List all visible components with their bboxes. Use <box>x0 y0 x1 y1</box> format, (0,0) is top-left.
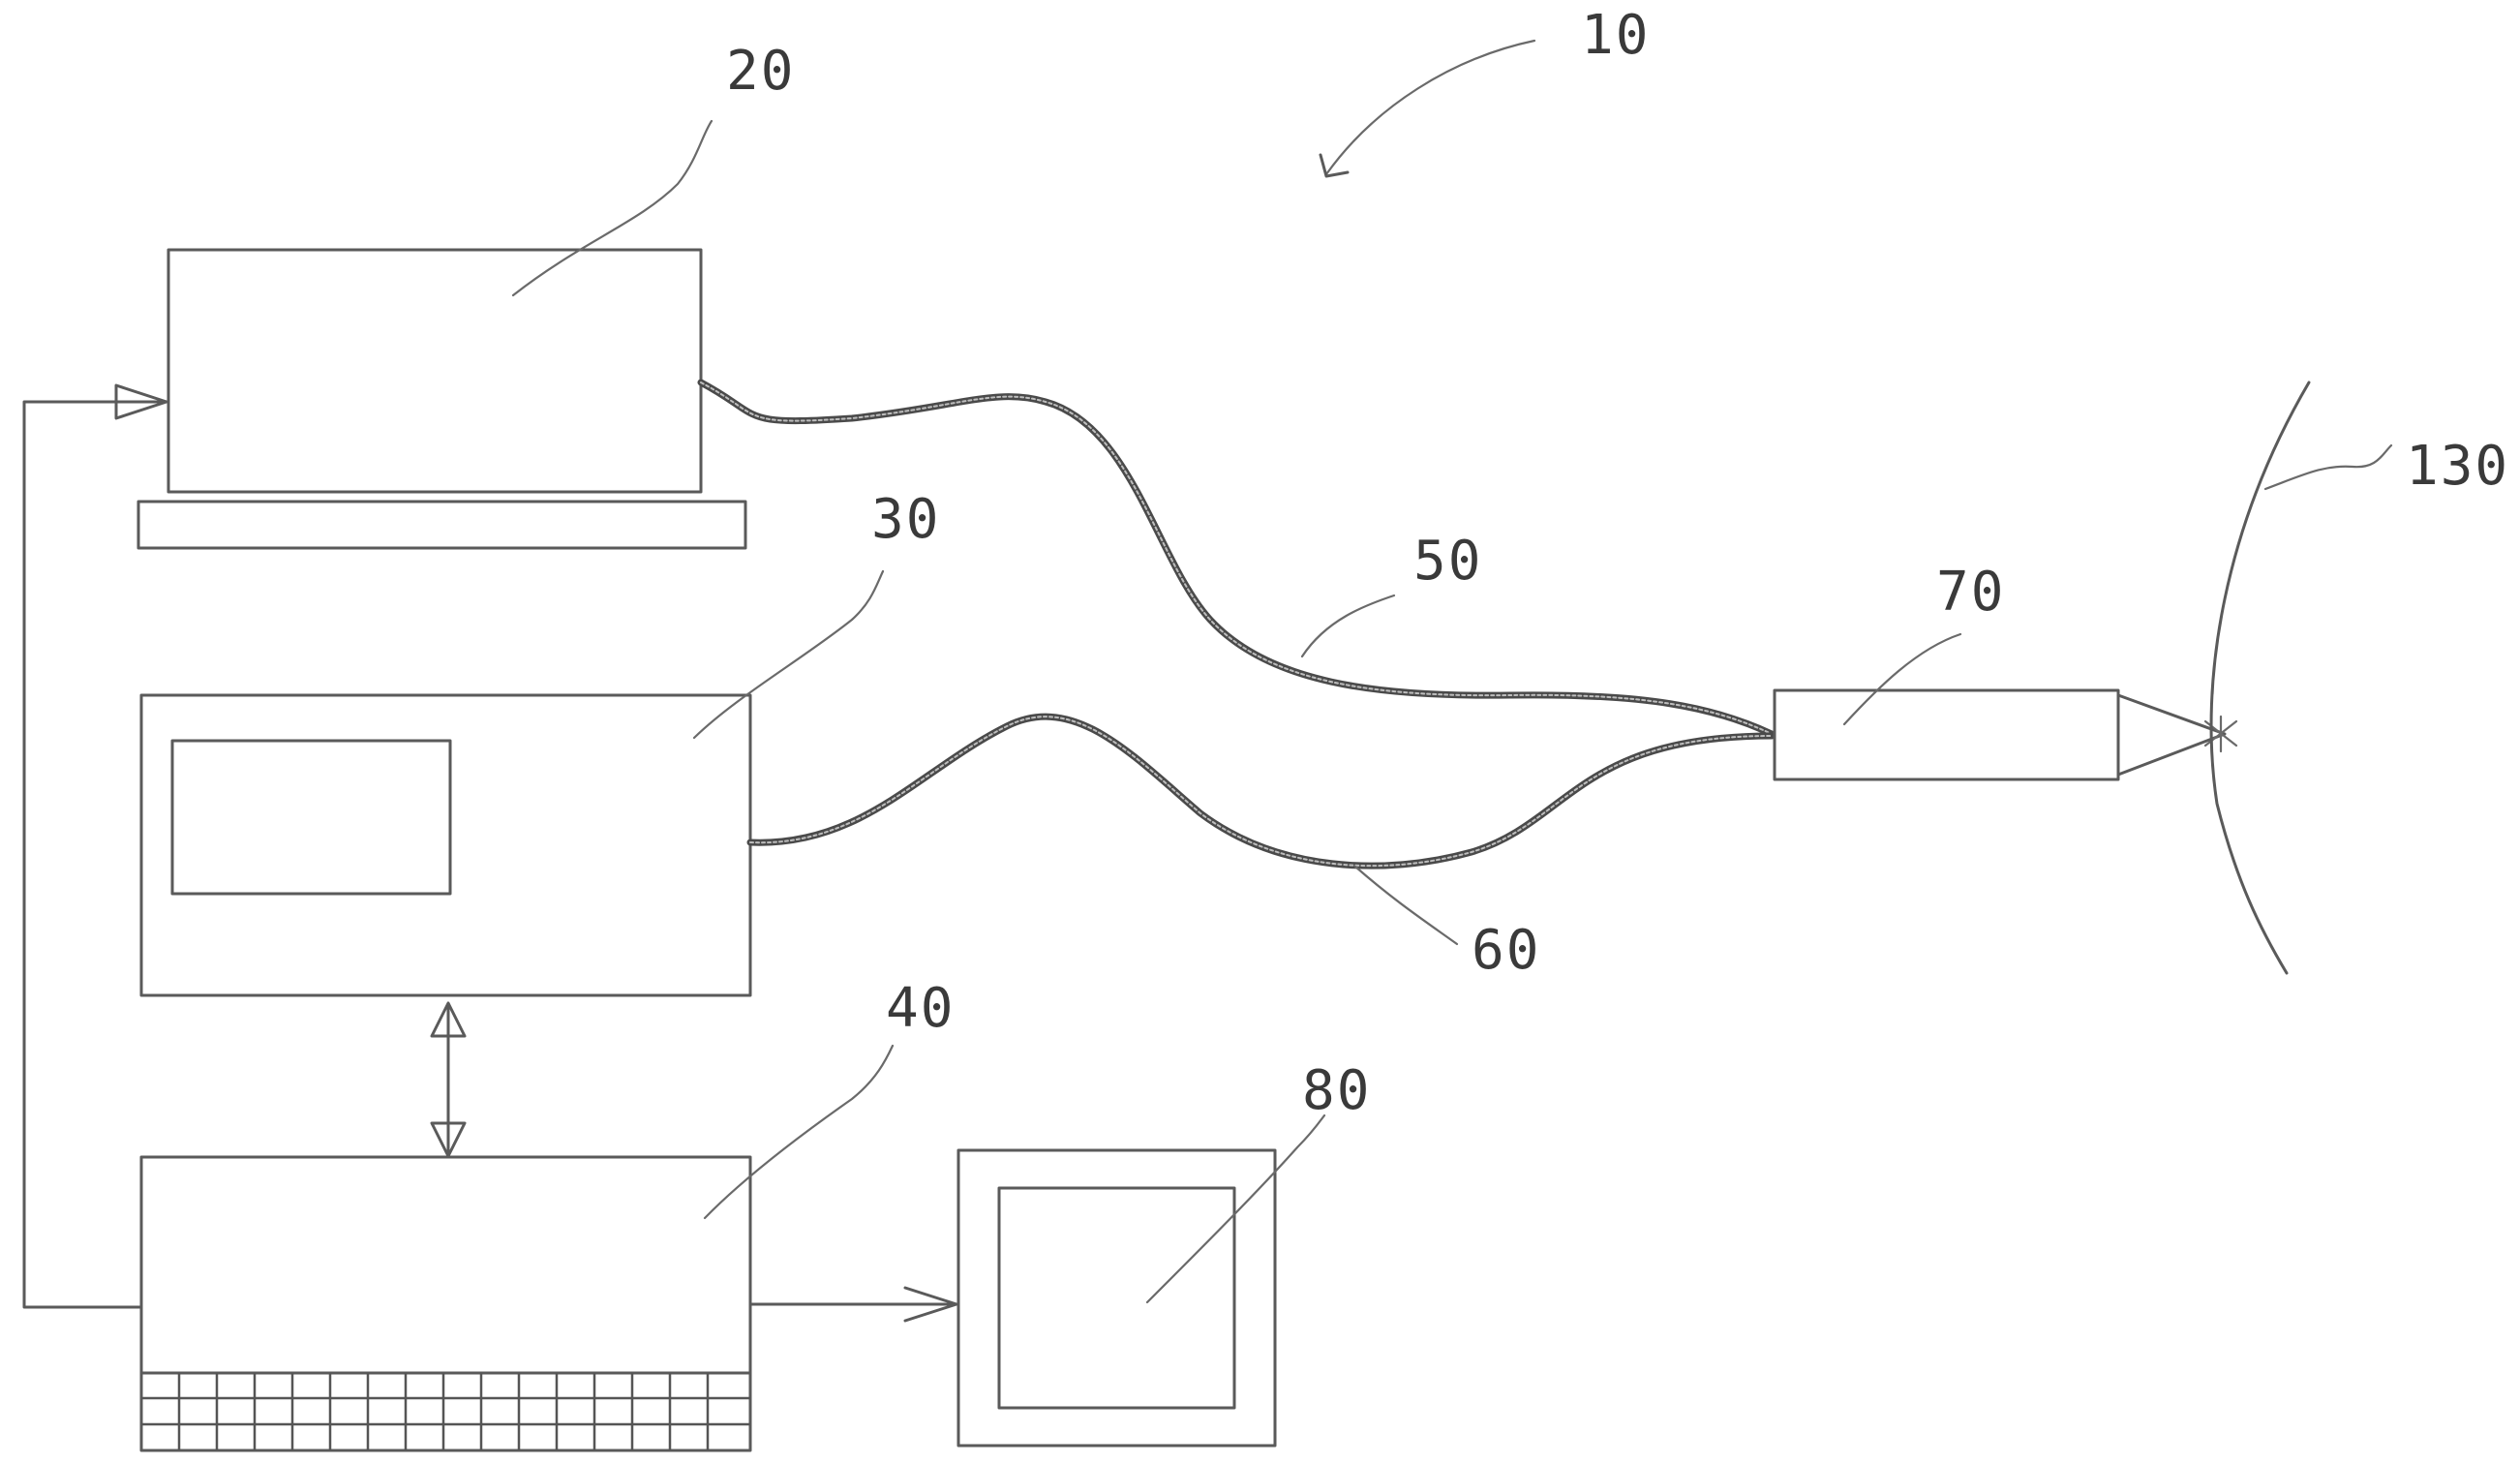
keyboard-keys <box>141 1373 750 1450</box>
ref-label-70: 70 <box>1936 561 2005 624</box>
target-surface-curve <box>2211 382 2309 973</box>
ref-label-130: 130 <box>2406 435 2509 498</box>
optical-fiber-60 <box>750 717 1772 866</box>
leader-line-40 <box>705 1046 893 1218</box>
light-source-box <box>168 250 701 492</box>
ref-label-10: 10 <box>1581 4 1650 67</box>
ref-label-20: 20 <box>726 40 795 103</box>
leader-line-20 <box>513 121 712 295</box>
ref-label-50: 50 <box>1413 530 1482 593</box>
leader-arrow-10 <box>1326 41 1534 174</box>
light-source-base <box>138 502 745 548</box>
computer-box <box>141 1157 750 1373</box>
keyboard <box>141 1373 750 1450</box>
ref-label-30: 30 <box>871 488 940 551</box>
display-screen <box>999 1188 1234 1408</box>
leader-line-130 <box>2265 445 2391 489</box>
ref-label-60: 60 <box>1472 919 1540 982</box>
optical-fiber-50 <box>701 382 1772 734</box>
leader-line-30 <box>694 571 883 738</box>
ref-label-40: 40 <box>886 977 955 1040</box>
leader-line-60 <box>1355 867 1457 944</box>
leader-line-70 <box>1844 634 1960 724</box>
display-frame <box>958 1150 1275 1446</box>
detector-window <box>172 741 450 894</box>
probe-tip-beam <box>2118 695 2225 775</box>
probe-body <box>1775 690 2118 779</box>
ref-label-80: 80 <box>1302 1059 1371 1122</box>
leader-line-50 <box>1302 595 1394 656</box>
